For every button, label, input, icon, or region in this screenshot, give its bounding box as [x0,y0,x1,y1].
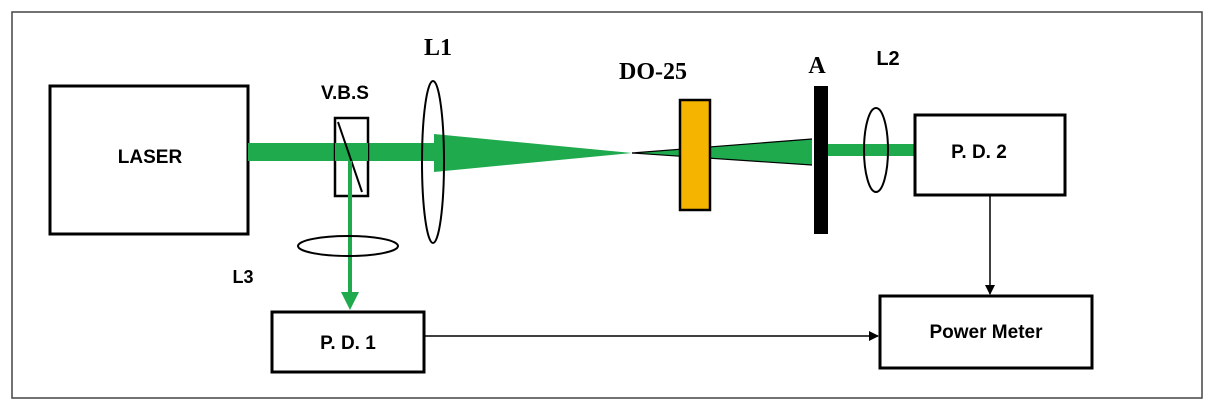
detector-pd2: P. D. 2 [913,113,1067,197]
lens-l1: L1 [421,35,452,244]
diagram-frame [11,11,1203,399]
transmitted-beam [828,144,916,156]
aperture-label: A [808,53,826,79]
lens-l3-label: L3 [232,267,253,287]
laser-source: LASER [48,84,250,236]
power-meter-label: Power Meter [930,322,1044,343]
detector-pd2-label: P. D. 2 [951,142,1007,163]
sample-do25: DO-25 [619,59,712,212]
lens-l1-label: L1 [424,35,452,61]
power-meter: Power Meter [878,294,1094,370]
beam-splitter: V.B.S [321,83,370,198]
reflected-beam-arrowhead [341,292,359,310]
aperture: A [808,53,828,234]
laser-label: LASER [118,147,183,168]
detector-pd1: P. D. 1 [270,310,426,374]
diverging-beam [632,139,812,165]
beam-splitter-label: V.B.S [321,83,369,104]
lens-l2: L2 [863,48,900,193]
sample-label: DO-25 [619,59,687,85]
focused-beam [434,134,632,172]
detector-pd1-label: P. D. 1 [320,333,376,354]
lens-l3: L3 [232,235,399,287]
lens-l2-label: L2 [876,48,899,70]
